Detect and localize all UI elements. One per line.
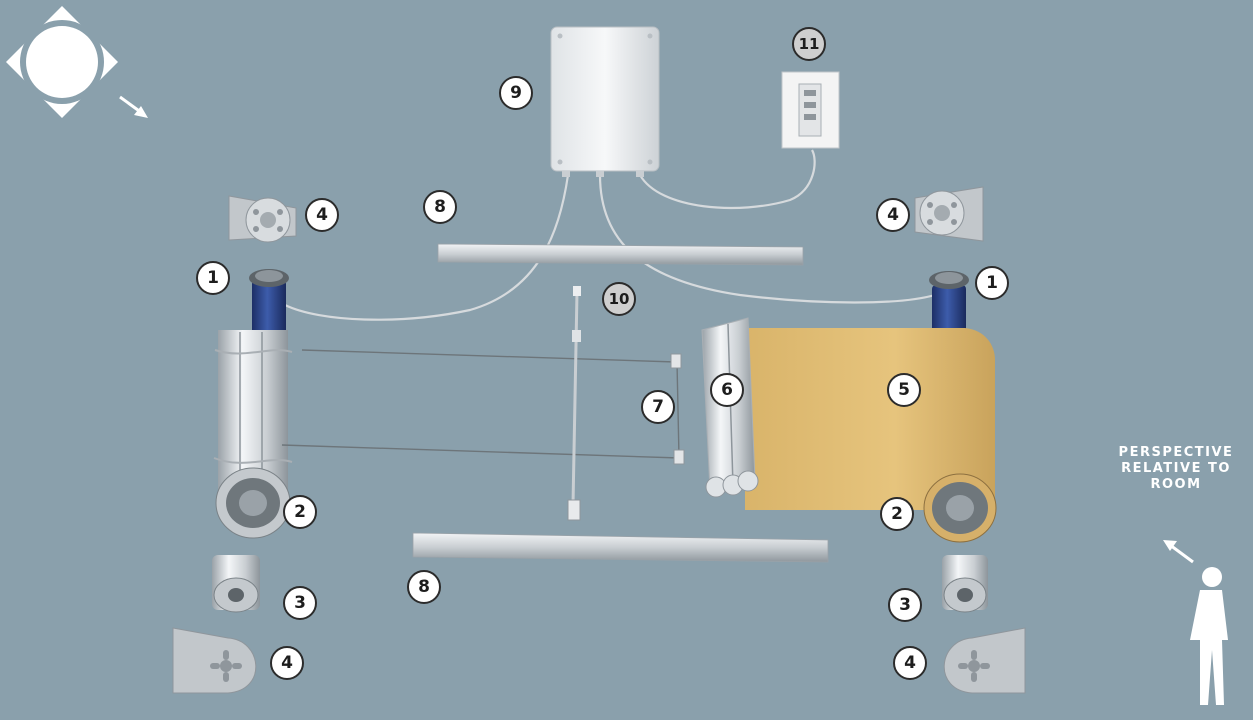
top-left-bracket (229, 196, 296, 242)
right-end-cap (942, 555, 988, 612)
left-end-cap (212, 555, 260, 612)
bottom-left-bracket (173, 628, 256, 693)
label-bracket-top-left: 4 (305, 198, 339, 232)
label-bracket-bottom-right: 4 (893, 646, 927, 680)
label-bracket-top-right: 4 (876, 198, 910, 232)
perspective-line-3: ROOM (1098, 477, 1253, 493)
bottom-right-bracket (944, 628, 1025, 693)
label-hembar: 6 (710, 373, 744, 407)
label-cap-right: 3 (888, 588, 922, 622)
perspective-line-1: PERSPECTIVE (1098, 445, 1253, 461)
right-roller-tube (924, 474, 996, 542)
label-bracket-bottom-left: 4 (270, 646, 304, 680)
label-control-box: 9 (499, 76, 533, 110)
label-motor-right: 1 (975, 266, 1009, 300)
perspective-caption: PERSPECTIVE RELATIVE TO ROOM (1098, 445, 1253, 493)
right-motor (929, 271, 969, 335)
hem-bar (702, 318, 758, 497)
label-rail-top: 8 (423, 190, 457, 224)
wall-switch (782, 72, 839, 148)
label-tube-left: 2 (283, 495, 317, 529)
top-right-bracket (915, 187, 983, 241)
person-silhouette-icon (1163, 540, 1228, 705)
bottom-rail (413, 533, 828, 562)
left-roller-tube (214, 330, 292, 538)
label-tube-right: 2 (880, 497, 914, 531)
control-box (551, 27, 659, 177)
left-motor (249, 269, 289, 340)
label-cap-left: 3 (283, 586, 317, 620)
label-sensor: 10 (602, 282, 636, 316)
guide-wires (282, 350, 680, 458)
label-motor-left: 1 (196, 261, 230, 295)
label-rail-bottom: 8 (407, 570, 441, 604)
top-rail (438, 244, 803, 265)
perspective-line-2: RELATIVE TO (1098, 461, 1253, 477)
wind-sensor (568, 286, 581, 520)
sun-icon (6, 6, 148, 118)
label-wall-switch: 11 (792, 27, 826, 61)
label-guide-wire: 7 (641, 390, 675, 424)
label-fabric: 5 (887, 373, 921, 407)
